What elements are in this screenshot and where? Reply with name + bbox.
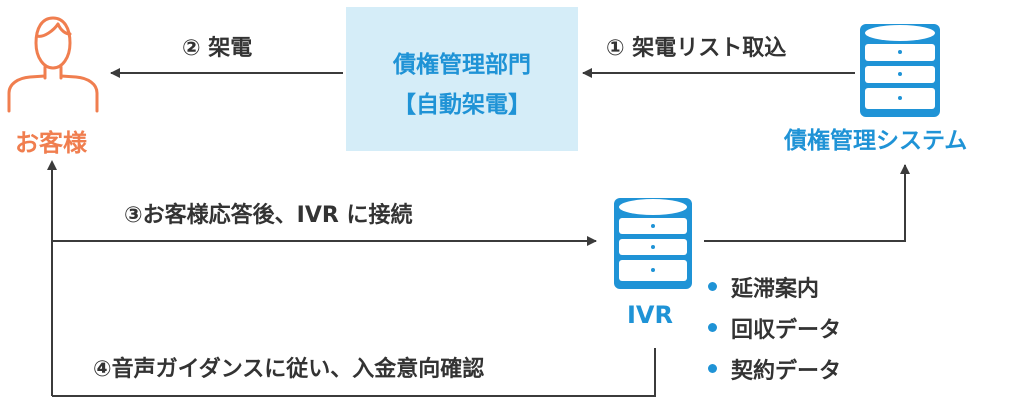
customer-person-icon — [7, 16, 99, 113]
department-box: 債権管理部門 【自動架電】 — [346, 7, 578, 151]
arrow-ivr-to-system — [704, 164, 910, 242]
bullet-dot-icon — [708, 364, 717, 373]
department-name: 債権管理部門 — [393, 52, 531, 78]
debt-system-label: 債権管理システム — [784, 128, 968, 154]
bullet-dot-icon — [708, 323, 717, 332]
arrow-step4 — [52, 348, 656, 397]
ivr-data-list: 延滞案内 回収データ 契約データ — [708, 266, 841, 389]
ivr-database-icon — [614, 198, 692, 289]
arrow-up-to-customer — [47, 160, 57, 170]
step1-label: ① 架電リスト取込 — [606, 36, 787, 61]
customer-label: お客様 — [15, 129, 87, 157]
bullet-dot-icon — [708, 282, 717, 291]
department-mode: 【自動架電】 — [393, 92, 531, 118]
ivr-label: IVR — [627, 301, 673, 329]
list-item: 契約データ — [708, 348, 841, 389]
list-item: 回収データ — [708, 307, 841, 348]
debt-system-database-icon — [860, 24, 940, 117]
step3-label: ③お客様応答後、IVR に接続 — [124, 203, 413, 228]
step4-label: ④音声ガイダンスに従い、入金意向確認 — [93, 357, 485, 382]
list-item: 延滞案内 — [708, 266, 841, 307]
step2-label: ② 架電 — [182, 36, 253, 61]
